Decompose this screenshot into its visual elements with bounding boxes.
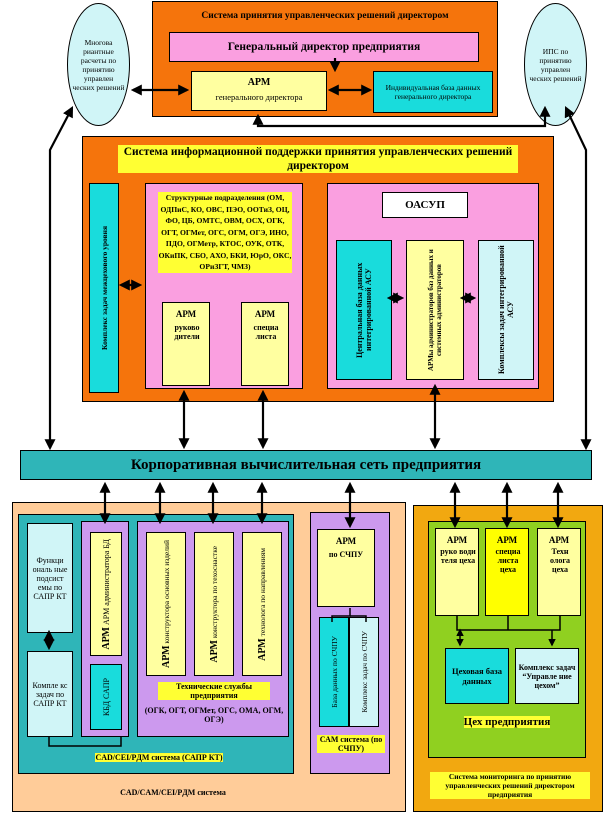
oasup-label[interactable]: ОАСУП: [382, 192, 468, 218]
complex-int-text: Комплексы задач интегрированной АСУ: [497, 245, 515, 375]
arm-admins-text: АРМы администраторов баз данных и систем…: [427, 249, 443, 371]
info-support-title: Система информационной поддержки приняти…: [83, 145, 553, 173]
arm-admin-db-panel: АРМ АРМ администратора БД КБД САПР: [81, 521, 129, 737]
left-ellipse-text: Многова риантные расчеты по принятию упр…: [72, 37, 125, 92]
arm-gen-director-sub: генерального директора: [215, 92, 303, 102]
complex-interlevel-text: Комплекс задач межцехового уровня: [99, 226, 109, 350]
tech-services-panel: АРМ конструктора основных изделий АРМ ко…: [137, 521, 289, 737]
cad-outer-label: CAD/CAM/CEI/PДМ система: [120, 788, 226, 797]
arm-head-title: АРМ: [175, 309, 197, 319]
arm-gen-director[interactable]: АРМ генерального директора: [191, 71, 327, 111]
arm-constructor-main[interactable]: АРМ конструктора основных изделий: [146, 532, 186, 676]
arm-technologist[interactable]: АРМ технолога по направлениям: [242, 532, 282, 676]
arm-spec-box[interactable]: АРМ специа листа: [241, 302, 289, 386]
complex-interlevel-box[interactable]: Комплекс задач межцехового уровня: [89, 183, 119, 393]
top-system-panel: Система принятия управленческих решений …: [152, 1, 498, 117]
monitoring-label: Система мониторинга по принятию управлен…: [430, 772, 590, 799]
info-support-panel: Система информационной поддержки приняти…: [82, 136, 554, 402]
shop-complex-box[interactable]: Комплекс задач “Управле ние цехом”: [515, 648, 579, 704]
cam-label: САМ система (по СЧПУ): [317, 735, 385, 753]
shop-panel: АРМ руко води теля цеха АРМ специа листа…: [428, 521, 586, 758]
kbd-sapr-box[interactable]: КБД САПР: [90, 664, 122, 730]
arm-spec-title: АРМ: [254, 309, 276, 319]
central-db-text: Центральная база данных интегрированной …: [355, 262, 373, 358]
gen-director-box[interactable]: Генеральный директор предприятия: [169, 32, 479, 62]
arm-head-sub: руково дители: [174, 323, 200, 341]
cad-inner-panel: Функци ональ ные подсист емы по САПР КТ …: [18, 514, 294, 774]
struct-units-panel: Структурные подразделения (ОМ, ОДПиС, КО…: [145, 183, 303, 389]
central-db-box[interactable]: Центральная база данных интегрированной …: [336, 240, 392, 380]
shop-arm-head[interactable]: АРМ руко води теля цеха: [435, 528, 479, 616]
arm-spec-sub: специа листа: [253, 323, 279, 341]
shop-title: Цех предприятия: [463, 716, 551, 728]
arm-gen-director-title: АРМ: [247, 77, 271, 88]
shop-arm-tech[interactable]: АРМ Техн олога цеха: [537, 528, 581, 616]
top-system-title: Система принятия управленческих решений …: [201, 11, 449, 21]
cam-db-box[interactable]: База данных по СЧПУ: [319, 617, 349, 727]
arm-head-box[interactable]: АРМ руково дители: [162, 302, 210, 386]
arm-admins-box[interactable]: АРМы администраторов баз данных и систем…: [406, 240, 464, 380]
arm-admin-db-box[interactable]: АРМ АРМ администратора БД: [90, 532, 122, 656]
complex-int-box[interactable]: Комплексы задач интегрированной АСУ: [478, 240, 534, 380]
cam-complex-box[interactable]: Комплекс задач по СЧПУ: [349, 617, 379, 727]
oasup-panel: ОАСУП Центральная база данных интегриров…: [327, 183, 539, 389]
right-ellipse-text: ИПС по принятию управлен ческих решений: [529, 46, 582, 83]
shop-arm-spec[interactable]: АРМ специа листа цеха: [485, 528, 529, 616]
cam-arm-box[interactable]: АРМ по СЧПУ: [317, 529, 375, 607]
cam-panel: АРМ по СЧПУ База данных по СЧПУ Комплекс…: [310, 512, 390, 774]
tech-services-title: Технические службы предприятия: [158, 682, 270, 700]
tech-services-list: (ОГК, ОГТ, ОГМет, ОГС, ОМА, ОГМ, ОГЭ): [144, 706, 284, 724]
arm-constructor-tech[interactable]: АРМ конструктора по техоснастке: [194, 532, 234, 676]
right-ellipse-ips[interactable]: ИПС по принятию управлен ческих решений: [524, 3, 587, 126]
shop-db-box[interactable]: Цеховая база данных: [445, 648, 509, 704]
left-ellipse-calculations[interactable]: Многова риантные расчеты по принятию упр…: [67, 3, 130, 126]
gen-director-db[interactable]: Индивидуальная база данных генерального …: [373, 71, 493, 113]
func-subsystems-box[interactable]: Функци ональ ные подсист емы по САПР КТ: [27, 523, 73, 633]
complex-tasks-box[interactable]: Компле кс задач по САПР КТ: [27, 651, 73, 737]
cad-inner-label: CAD/CEI/PДМ система (САПР КТ): [95, 753, 223, 762]
struct-units-text: Структурные подразделения (ОМ, ОДПиС, КО…: [158, 192, 292, 273]
corporate-network-bar[interactable]: Корпоративная вычислительная сеть предпр…: [20, 450, 592, 480]
